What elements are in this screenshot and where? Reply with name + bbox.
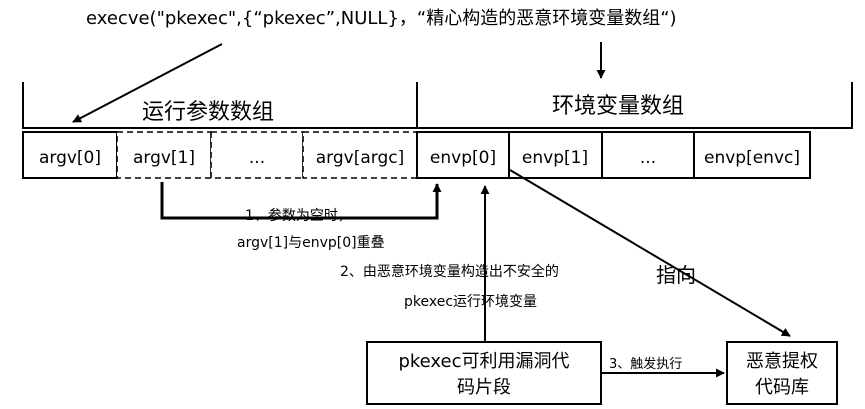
unsafe-note-line1: 2、由恶意环境变量构造出不安全的 — [340, 263, 559, 280]
cell-label: envp[envc] — [704, 148, 800, 168]
cell-label: ... — [640, 148, 656, 168]
env-array-title: 环境变量数组 — [552, 94, 684, 119]
overlap-note-line2: argv[1]与envp[0]重叠 — [237, 235, 385, 251]
arrow-points-to — [509, 169, 791, 337]
cell-label: envp[0] — [430, 148, 496, 168]
env-bracket — [416, 82, 853, 129]
execve-call-text: execve("pkexec",{“pkexec”,NULL}，“精心构造的恶意… — [86, 8, 677, 29]
unsafe-note-line2: pkexec运行环境变量 — [404, 294, 537, 310]
cell-label: argv[0] — [39, 148, 101, 168]
trigger-label: 3、触发执行 — [609, 356, 682, 372]
cell-envp-envc — [693, 131, 811, 179]
overlap-note-line1: 1、参数为空时， — [245, 207, 352, 224]
argv-array-title: 运行参数数组 — [142, 100, 274, 125]
cell-label: argv[argc] — [316, 148, 404, 168]
malicious-box-line2: 代码库 — [755, 377, 809, 398]
arrow-call-to-argv — [72, 43, 223, 123]
arrow-overlap — [160, 182, 442, 220]
cell-argv-argc — [302, 131, 418, 179]
exploit-code-box — [366, 341, 602, 405]
points-to-label: 指向 — [656, 263, 696, 287]
cell-label: envp[1] — [522, 148, 588, 168]
cell-label: argv[1] — [133, 148, 195, 168]
malicious-box-line1: 恶意提权 — [746, 351, 818, 372]
malicious-library-box — [726, 341, 838, 405]
cell-argv-dots — [210, 131, 304, 179]
cell-label: ... — [249, 148, 265, 168]
exploit-box-line2: 码片段 — [457, 377, 511, 398]
cell-argv-1 — [116, 131, 212, 179]
exploit-box-line1: pkexec可利用漏洞代 — [398, 351, 569, 372]
